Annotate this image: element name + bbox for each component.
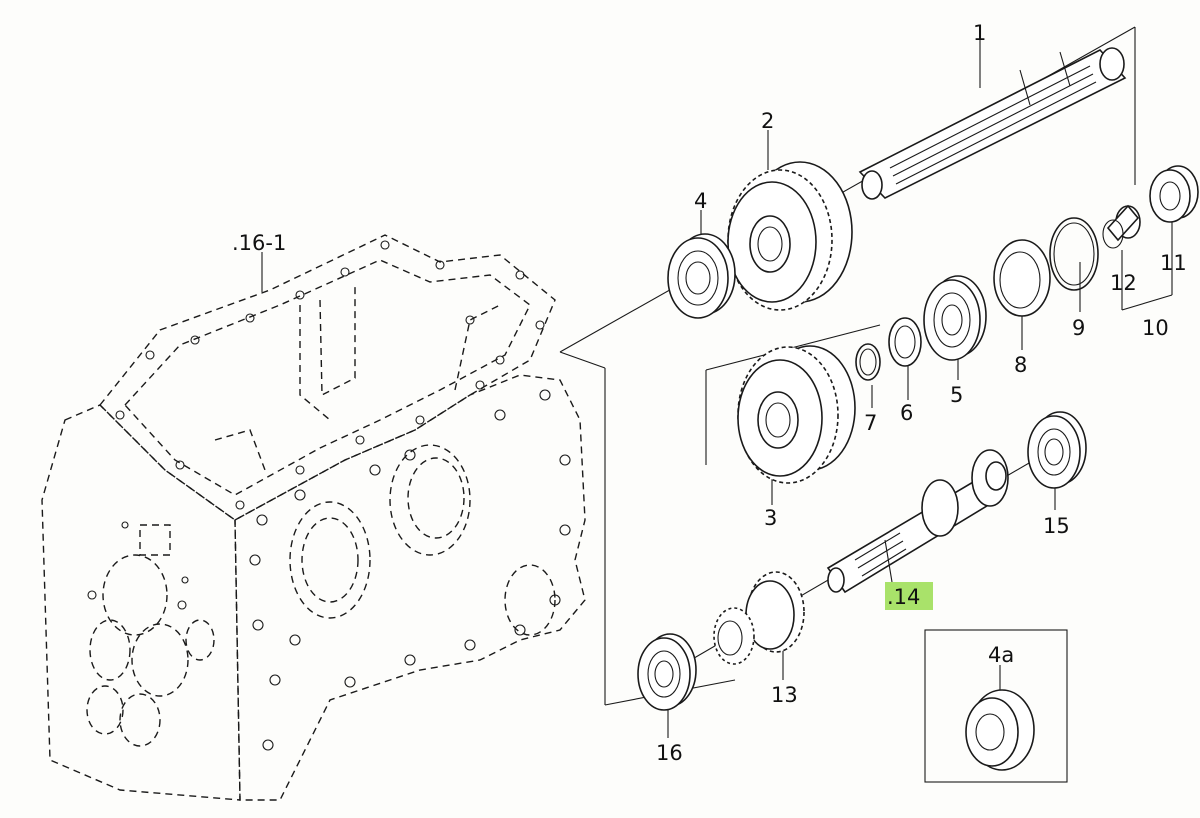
label-10: 10	[1142, 316, 1169, 340]
countershaft-14	[826, 449, 1009, 594]
label-11: 11	[1160, 251, 1187, 275]
label-1: 1	[973, 21, 986, 45]
label-3: 3	[764, 506, 777, 530]
label-8: 8	[1014, 353, 1027, 377]
label-4: 4	[694, 189, 707, 213]
label-2: 2	[761, 109, 774, 133]
bearing-16	[637, 633, 697, 711]
gear-3	[737, 345, 856, 484]
label-5: 5	[950, 383, 963, 407]
gear-13	[713, 571, 805, 665]
bearing-15	[1027, 411, 1087, 489]
washer-6	[888, 317, 922, 367]
bearing-4	[667, 233, 736, 319]
label-15: 15	[1043, 514, 1070, 538]
gear-2	[727, 161, 853, 311]
seal-11	[1149, 165, 1199, 223]
label-16-1: .16-1	[232, 231, 286, 255]
label-14: .14	[887, 585, 920, 609]
label-12: 12	[1110, 271, 1137, 295]
bearing-5	[923, 275, 987, 361]
label-4a: 4a	[988, 643, 1014, 667]
label-13: 13	[771, 683, 798, 707]
snap-ring-7	[855, 343, 881, 381]
label-9: 9	[1072, 316, 1085, 340]
inset-4a	[924, 629, 1068, 783]
label-16: 16	[656, 741, 683, 765]
part-labels: .16-1 1 2 4 3 7 6 5 8 9 10 11 12 15 .14 …	[232, 21, 1187, 765]
label-7: 7	[864, 411, 877, 435]
ring-8	[993, 239, 1051, 317]
main-shaft	[858, 47, 1127, 200]
sleeve-12	[1102, 204, 1141, 249]
o-ring-9	[1049, 217, 1099, 291]
label-6: 6	[900, 401, 913, 425]
highlight-box-14	[885, 582, 933, 610]
transmission-housing	[41, 234, 586, 801]
